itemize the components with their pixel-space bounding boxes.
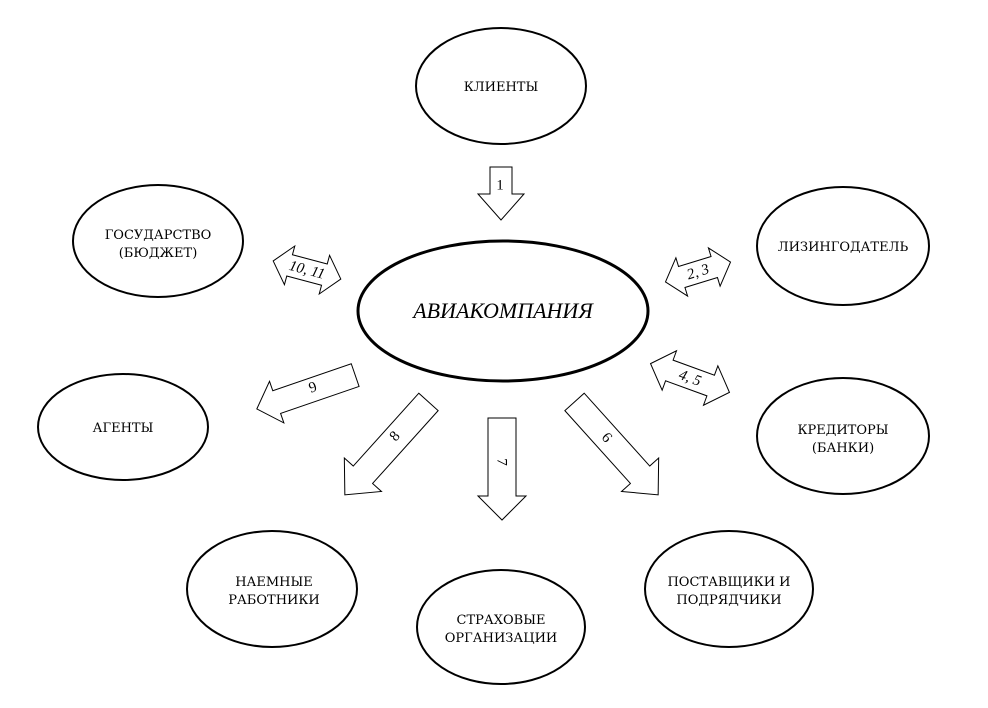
center-ellipse: [356, 239, 650, 383]
node-state-label-line2: (БЮДЖЕТ): [119, 246, 198, 261]
arrow-4-5-shape: [649, 349, 731, 407]
node-insurance-ellipse: [416, 569, 586, 685]
node-employees-label-line1: НАЕМНЫЕ: [235, 575, 313, 590]
arrow-1-shape: [476, 166, 526, 221]
node-employees-ellipse: [186, 530, 358, 648]
arrow-2-3-shape: [664, 246, 732, 298]
node-creditors-label-line1: КРЕДИТОРЫ: [797, 423, 888, 438]
arrow-8-to-employees: 8: [343, 392, 439, 496]
node-insurance-label-line2: ОРГАНИЗАЦИИ: [445, 631, 558, 646]
arrow-9-shape: [256, 363, 360, 424]
node-employees: НАЕМНЫЕ РАБОТНИКИ: [186, 530, 358, 648]
node-creditors-banks: КРЕДИТОРЫ (БАНКИ): [756, 377, 930, 495]
node-agents: АГЕНТЫ: [37, 373, 209, 481]
center-node-airline: АВИАКОМПАНИЯ: [356, 239, 650, 383]
node-insurance-label-line1: СТРАХОВЫЕ: [457, 613, 546, 628]
arrow-10-11-shape: [272, 244, 342, 296]
arrow-6-shape: [564, 392, 660, 496]
arrow-4-5-label: 4, 5: [677, 367, 704, 390]
node-agents-ellipse: [37, 373, 209, 481]
arrow-4-5-creditors: 4, 5: [649, 349, 731, 407]
node-lessor: ЛИЗИНГОДАТЕЛЬ: [756, 186, 930, 306]
arrow-9-to-agents: 9: [256, 363, 360, 424]
node-creditors-ellipse: [756, 377, 930, 495]
node-creditors-label-line2: (БАНКИ): [812, 441, 874, 456]
node-state-ellipse: [72, 184, 244, 298]
arrow-1-clients-to-airline: 1: [476, 166, 526, 221]
arrow-7-to-insurance: 7: [476, 417, 528, 521]
arrow-10-11-state: 10, 11: [272, 244, 342, 296]
node-clients-label: КЛИЕНТЫ: [464, 80, 539, 95]
node-state-label-line1: ГОСУДАРСТВО: [105, 228, 212, 243]
node-clients-ellipse: [415, 27, 587, 145]
node-suppliers-ellipse: [644, 530, 814, 648]
arrow-7-shape: [476, 417, 528, 521]
node-employees-label-line2: РАБОТНИКИ: [228, 593, 320, 608]
node-lessor-ellipse: [756, 186, 930, 306]
node-suppliers-label-line1: ПОСТАВЩИКИ И: [667, 575, 790, 590]
arrow-2-3-lessor: 2, 3: [664, 246, 732, 298]
arrow-1-label: 1: [496, 177, 504, 193]
node-state-budget: ГОСУДАРСТВО (БЮДЖЕТ): [72, 184, 244, 298]
arrow-7-label: 7: [494, 458, 510, 466]
node-agents-label: АГЕНТЫ: [93, 421, 154, 436]
arrow-6-to-suppliers: 6: [564, 392, 660, 496]
node-clients: КЛИЕНТЫ: [415, 27, 587, 145]
center-label: АВИАКОМПАНИЯ: [411, 298, 594, 323]
node-suppliers: ПОСТАВЩИКИ И ПОДРЯДЧИКИ: [644, 530, 814, 648]
node-lessor-label: ЛИЗИНГОДАТЕЛЬ: [778, 240, 909, 255]
arrow-2-3-label: 2, 3: [685, 261, 711, 283]
arrow-8-shape: [343, 392, 439, 496]
node-insurance: СТРАХОВЫЕ ОРГАНИЗАЦИИ: [416, 569, 586, 685]
node-suppliers-label-line2: ПОДРЯДЧИКИ: [676, 593, 781, 608]
